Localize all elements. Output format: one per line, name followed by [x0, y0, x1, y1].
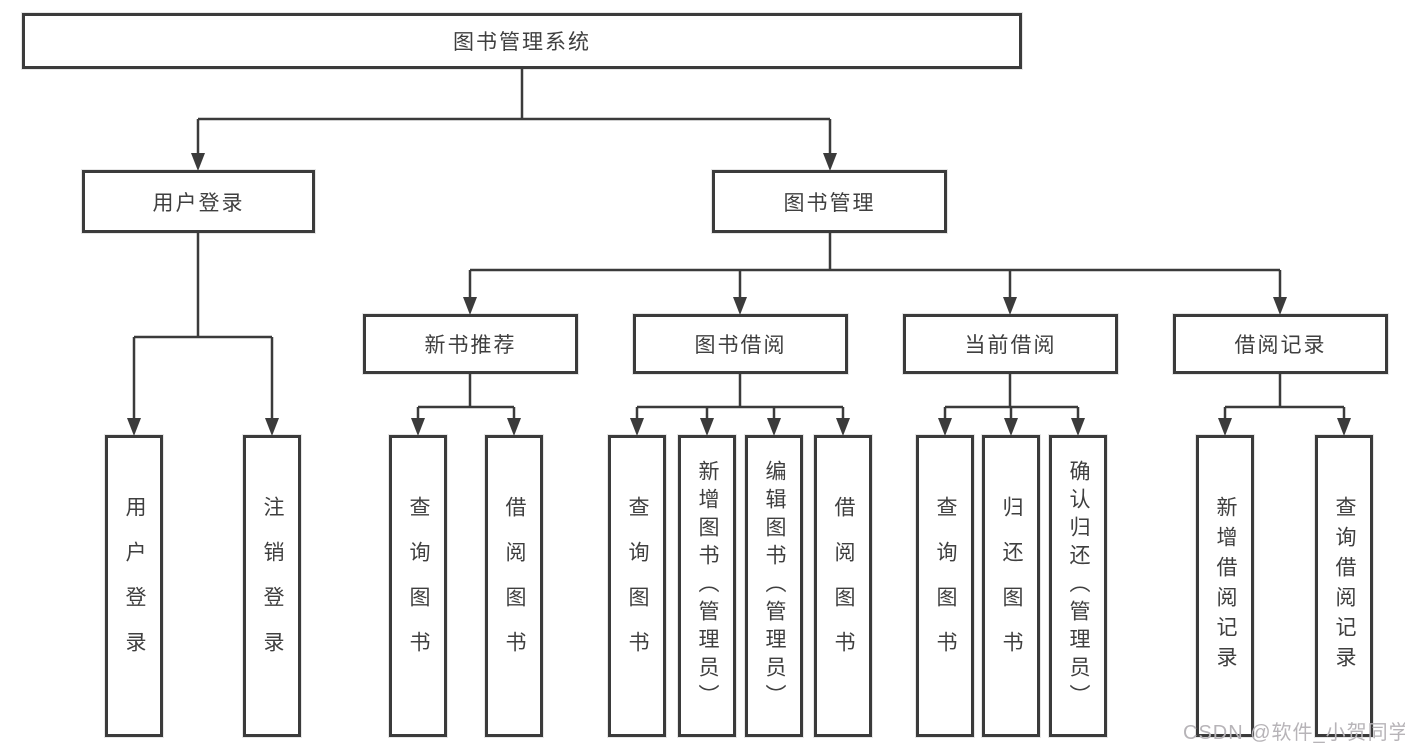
leaf-query-books-recommend: 查询图书 [389, 435, 447, 737]
node-label: 归还图书 [1000, 496, 1023, 676]
node-library-system: 图书管理系统 [22, 13, 1022, 69]
leaf-borrow-books-recommend: 借阅图书 [485, 435, 543, 737]
node-borrow-records: 借阅记录 [1173, 314, 1388, 374]
leaf-confirm-return-admin: 确认归还（管理员） [1049, 435, 1107, 737]
leaf-add-book-admin: 新增图书（管理员） [678, 435, 736, 737]
node-label: 编辑图书（管理员） [763, 460, 786, 712]
node-label: 借阅记录 [1234, 334, 1327, 357]
node-label: 新书推荐 [424, 334, 517, 357]
node-label: 图书借阅 [694, 334, 787, 357]
node-label: 注销登录 [261, 496, 284, 676]
node-book-borrow: 图书借阅 [633, 314, 848, 374]
leaf-add-borrow-record: 新增借阅记录 [1196, 435, 1254, 737]
leaf-query-borrow-record: 查询借阅记录 [1315, 435, 1373, 737]
node-label: 查询图书 [407, 496, 430, 676]
node-label: 借阅图书 [503, 496, 526, 676]
leaf-logout: 注销登录 [243, 435, 301, 737]
leaf-query-books-current: 查询图书 [916, 435, 974, 737]
node-label: 图书管理系统 [453, 31, 591, 54]
node-user-login: 用户登录 [82, 170, 315, 233]
watermark: CSDN @软件_小贺同学 [1183, 722, 1405, 744]
leaf-user-login: 用户登录 [105, 435, 163, 737]
node-label: 确认归还（管理员） [1067, 460, 1090, 712]
node-label: 查询图书 [626, 496, 649, 676]
node-current-borrow: 当前借阅 [903, 314, 1118, 374]
leaf-return-books: 归还图书 [982, 435, 1040, 737]
node-label: 用户登录 [123, 496, 146, 676]
node-book-management: 图书管理 [712, 170, 947, 233]
node-new-book-recommend: 新书推荐 [363, 314, 578, 374]
node-label: 查询图书 [934, 496, 957, 676]
node-label: 借阅图书 [832, 496, 855, 676]
node-label: 新增借阅记录 [1214, 496, 1237, 676]
arrowheads [127, 153, 1351, 436]
node-label: 图书管理 [783, 191, 876, 215]
leaf-borrow-books: 借阅图书 [814, 435, 872, 737]
node-label: 查询借阅记录 [1333, 496, 1356, 676]
node-label: 新增图书（管理员） [696, 460, 719, 712]
leaf-query-books-borrow: 查询图书 [608, 435, 666, 737]
node-label: 用户登录 [152, 191, 245, 215]
node-label: 当前借阅 [964, 334, 1057, 357]
leaf-edit-book-admin: 编辑图书（管理员） [745, 435, 803, 737]
